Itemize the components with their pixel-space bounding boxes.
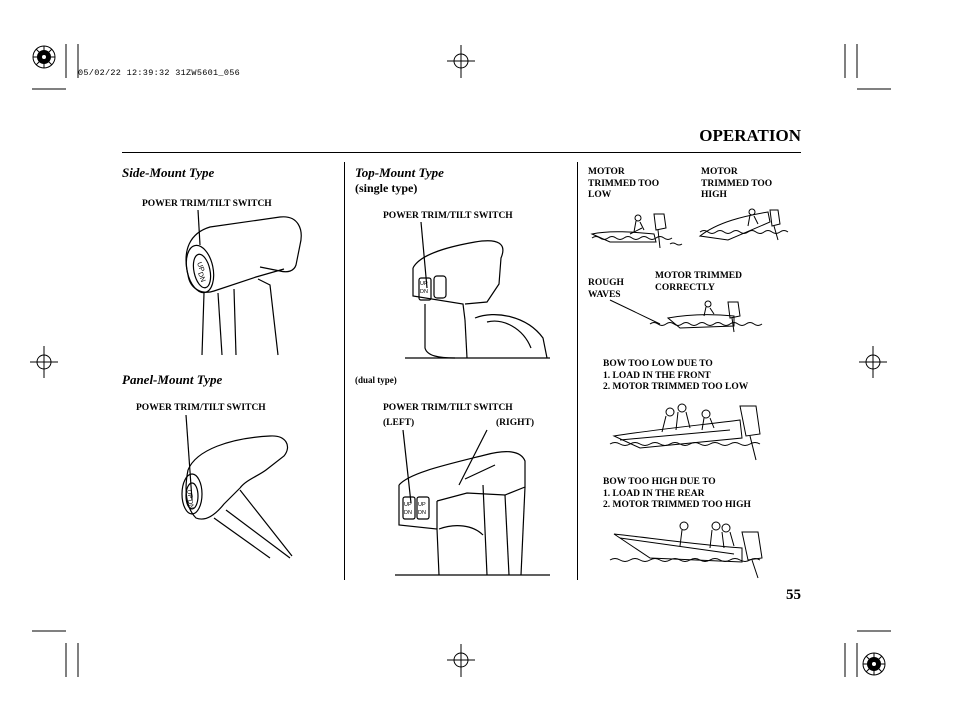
column-divider-1 [344,162,345,580]
panel-mount-control-illustration: UP DN [181,414,293,559]
bow-too-low-caption: BOW TOO LOW DUE TO 1. LOAD IN THE FRONT … [603,359,749,392]
top-mount-dn-label: DN [420,289,428,295]
boat-bow-too-high-illustration [609,521,763,579]
side-mount-up-label: UP [195,261,205,273]
dual-right-label: (RIGHT) [496,418,534,428]
boat-trimmed-correctly-illustration [609,299,763,333]
dual-right-up-label: UP [418,502,426,508]
side-mount-dn-label: DN [196,271,206,283]
side-mount-control-illustration: UP DN [185,209,302,356]
crosshair-right-icon [859,346,887,378]
boat-trimmed-too-low-illustration [590,213,683,249]
print-timestamp: 05/02/22 12:39:32 31ZW5601_056 [78,68,241,78]
crosshair-top-center-icon [447,45,475,78]
section-title: OPERATION [699,126,801,145]
top-mount-single-illustration: UP DN [405,221,550,359]
too-high-caption: MOTOR TRIMMED TOO HIGH [701,167,773,200]
panel-mount-dn-label: DN [186,499,195,510]
boat-bow-too-low-illustration [609,403,761,461]
column-divider-2 [577,162,578,580]
single-type-label: (single type) [355,181,418,195]
crosshair-left-icon [30,346,58,378]
dual-type-label: (dual type) [355,375,397,385]
dual-mount-caption: POWER TRIM/TILT SWITCH [383,403,513,413]
page-number: 55 [786,587,801,603]
dual-left-dn-label: DN [404,510,412,516]
panel-mount-heading: Panel-Mount Type [122,372,223,387]
side-mount-heading: Side-Mount Type [122,165,215,180]
dual-left-label: (LEFT) [383,418,415,428]
boat-trimmed-too-high-illustration [698,208,789,241]
side-mount-caption: POWER TRIM/TILT SWITCH [142,199,272,209]
top-mount-heading: Top-Mount Type [355,165,444,180]
header-rule [122,152,801,153]
top-mount-dual-illustration: UP DN UP DN [395,429,550,576]
starburst-bottom-right-icon [862,652,886,676]
dual-left-up-label: UP [404,502,412,508]
too-low-caption: MOTOR TRIMMED TOO LOW [588,167,660,200]
top-mount-up-label: UP [420,281,428,287]
top-mount-caption: POWER TRIM/TILT SWITCH [383,211,513,221]
crosshair-bottom-center-icon [447,644,475,677]
panel-mount-up-label: UP [185,489,193,499]
panel-mount-caption: POWER TRIM/TILT SWITCH [136,403,266,413]
trimmed-correctly-caption: MOTOR TRIMMED CORRECTLY [655,271,742,293]
rough-waves-caption: ROUGH WAVES [588,278,624,300]
bow-too-high-caption: BOW TOO HIGH DUE TO 1. LOAD IN THE REAR … [603,477,751,510]
dual-right-dn-label: DN [418,510,426,516]
starburst-top-left-icon [32,45,56,69]
